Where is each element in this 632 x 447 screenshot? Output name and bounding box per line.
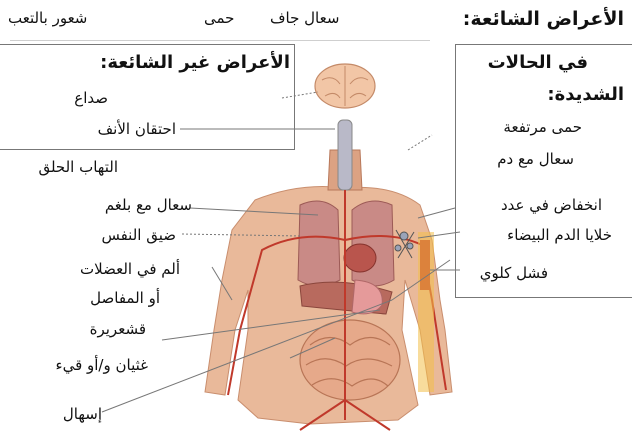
- uncommon-symptom-item: إسهال: [63, 405, 102, 423]
- severe-symptom-item: فشل كلوي: [480, 264, 548, 282]
- severe-symptom-item: خلايا الدم البيضاء: [507, 226, 612, 244]
- left-lung-shape: [298, 201, 340, 286]
- uncommon-symptom-item: التهاب الحلق: [38, 158, 118, 176]
- uncommon-symptom-item: قشعريرة: [90, 320, 146, 338]
- intestines-shape: [300, 320, 400, 400]
- common-symptom-item: سعال جاف: [270, 9, 339, 27]
- severe-symptom-item: انخفاض في عدد: [501, 196, 602, 214]
- heart-shape: [344, 244, 376, 272]
- severe-symptom-item: سعال مع دم: [497, 150, 574, 168]
- severe-cases-box: [455, 44, 632, 298]
- uncommon-symptom-item: احتقان الأنف: [98, 120, 176, 138]
- trachea-shape: [338, 120, 352, 190]
- uncommon-symptom-item: غثيان و/أو قيء: [56, 356, 148, 374]
- uncommon-symptom-item: ضيق النفس: [101, 226, 176, 244]
- brain-icon: [315, 64, 375, 108]
- severe-cases-title: الشديدة:: [547, 84, 624, 106]
- common-symptom-item: حمى: [204, 9, 234, 27]
- arm-highlight: [418, 232, 434, 392]
- common-symptom-item: شعور بالتعب: [8, 9, 87, 27]
- header-divider: [10, 40, 430, 41]
- right-lung-shape: [352, 201, 394, 286]
- severe-symptom-item: حمى مرتفعة: [503, 118, 582, 136]
- uncommon-symptoms-title: الأعراض غير الشائعة:: [100, 52, 290, 74]
- uncommon-symptom-item: سعال مع بلغم: [105, 196, 192, 214]
- severe-cases-title: في الحالات: [488, 52, 588, 74]
- uncommon-symptom-item: ألم في العضلات: [80, 260, 180, 278]
- uncommon-symptom-item: صداع: [74, 89, 108, 107]
- uncommon-symptom-item: أو المفاصل: [90, 289, 160, 307]
- common-symptoms-title: الأعراض الشائعة:: [463, 8, 624, 30]
